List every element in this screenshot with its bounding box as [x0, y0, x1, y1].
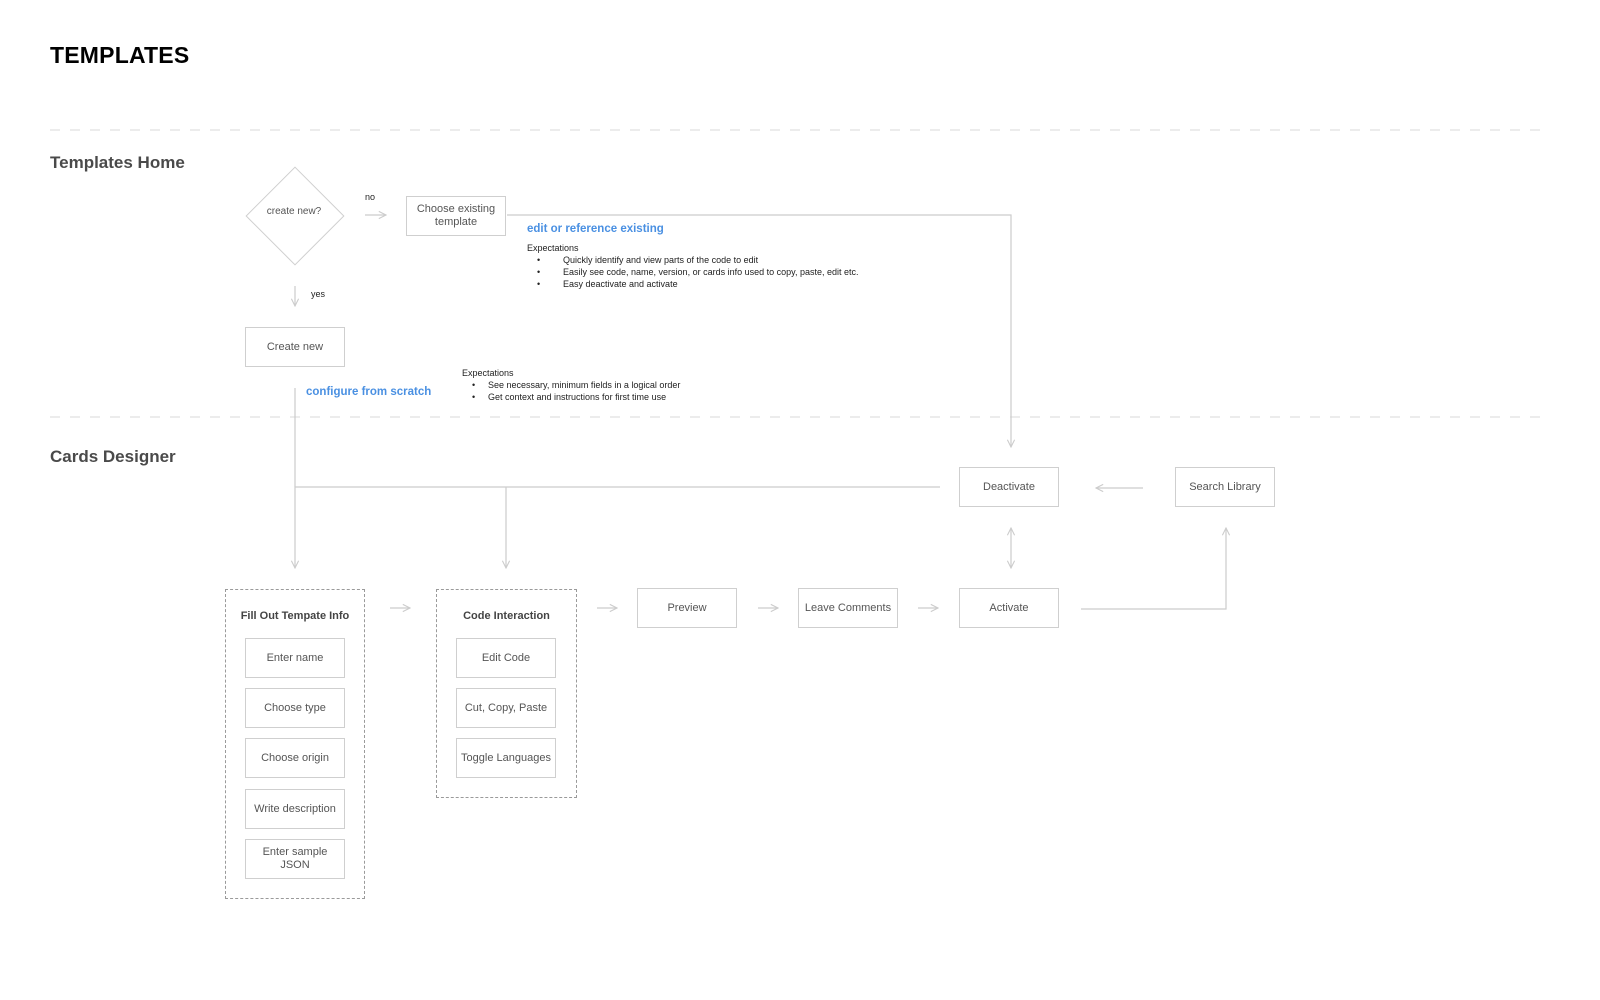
choose-origin-node[interactable]: Choose origin: [245, 738, 345, 778]
choose-type-node[interactable]: Choose type: [245, 688, 345, 728]
expectation-item: Easily see code, name, version, or cards…: [527, 266, 859, 278]
edit-existing-path-label: edit or reference existing: [527, 223, 664, 235]
cut-copy-paste-node[interactable]: Cut, Copy, Paste: [456, 688, 556, 728]
activate-node[interactable]: Activate: [959, 588, 1059, 628]
decision-question: create new?: [266, 206, 322, 217]
leave-comments-node[interactable]: Leave Comments: [798, 588, 898, 628]
edit-code-node[interactable]: Edit Code: [456, 638, 556, 678]
expectations-title: Expectations: [527, 243, 579, 253]
page-title: TEMPLATES: [50, 42, 190, 68]
expectation-item: Quickly identify and view parts of the c…: [527, 254, 859, 266]
connector-deactivate-return: [295, 486, 940, 568]
expectation-item: Get context and instructions for first t…: [462, 391, 680, 403]
connector-activate-to-search: [1081, 528, 1226, 610]
toggle-languages-node[interactable]: Toggle Languages: [456, 738, 556, 778]
search-library-node[interactable]: Search Library: [1175, 467, 1275, 507]
decision-yes-label: yes: [311, 289, 326, 299]
code-interaction-group-title: Code Interaction: [463, 610, 550, 622]
decision-no-label: no: [365, 192, 376, 202]
expectation-item: See necessary, minimum fields in a logic…: [462, 379, 680, 391]
preview-node[interactable]: Preview: [637, 588, 737, 628]
connector-choose-existing-to-deactivate: [507, 214, 1011, 447]
deactivate-node[interactable]: Deactivate: [959, 467, 1059, 507]
fill-out-group-title: Fill Out Tempate Info: [240, 610, 350, 622]
create-new-node[interactable]: Create new: [245, 327, 345, 367]
write-description-node[interactable]: Write description: [245, 789, 345, 829]
from-scratch-expectations: Expectations See necessary, minimum fiel…: [462, 367, 680, 403]
enter-sample-json-node[interactable]: Enter sample JSON: [245, 839, 345, 879]
expectations-title: Expectations: [462, 368, 514, 378]
code-interaction-group: Code Interaction: [436, 589, 577, 798]
from-scratch-path-label: configure from scratch: [306, 386, 432, 398]
choose-existing-template-node[interactable]: Choose existing template: [406, 196, 506, 236]
lane-title-cards-designer: Cards Designer: [50, 447, 176, 466]
fill-out-template-info-group: Fill Out Tempate Info: [225, 589, 365, 899]
edit-existing-expectations: Expectations Quickly identify and view p…: [527, 242, 859, 290]
enter-name-node[interactable]: Enter name: [245, 638, 345, 678]
lane-title-templates-home: Templates Home: [50, 153, 185, 172]
expectation-item: Easy deactivate and activate: [527, 278, 859, 290]
